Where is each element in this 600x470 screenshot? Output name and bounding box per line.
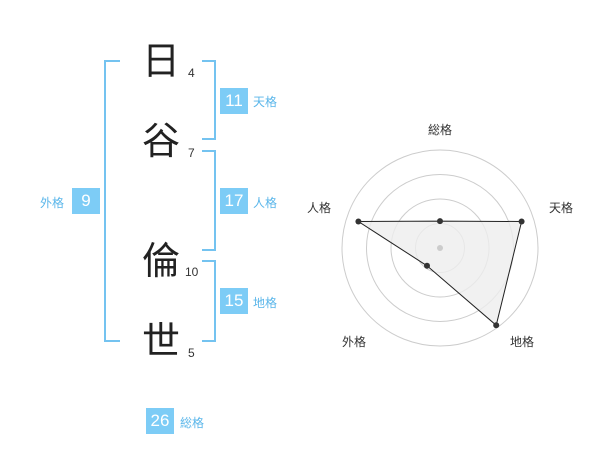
jinkaku-value: 17: [220, 188, 248, 214]
tenkaku-label: 天格: [253, 95, 278, 109]
stroke-count-1: 4: [188, 66, 195, 80]
radar-point: [518, 218, 525, 225]
radar-data-area: [356, 220, 523, 327]
radar-axis-label-soukaku: 総格: [428, 122, 452, 137]
soukaku-label: 総格: [180, 416, 205, 430]
radar-axis-label-chikaku: 地格: [510, 334, 534, 349]
chikaku-value: 15: [220, 288, 248, 314]
radar-axis-label-jinkaku: 人格: [307, 200, 331, 215]
radar-ring: [341, 149, 539, 347]
gaikaku-bracket: [104, 60, 120, 342]
chikaku-bracket: [202, 260, 216, 342]
radar-point: [424, 262, 430, 269]
stroke-count-3: 10: [185, 265, 199, 279]
name-char-3: 倫: [141, 239, 180, 283]
radar-axis-label-tenkaku: 天格: [549, 200, 573, 215]
radar-point: [437, 218, 443, 225]
gaikaku-label: 外格: [40, 196, 65, 210]
name-char-4: 世: [141, 319, 180, 363]
radar-point: [355, 218, 362, 225]
soukaku-value: 26: [146, 408, 174, 434]
tenkaku-value: 11: [220, 88, 248, 114]
jinkaku-bracket: [202, 150, 216, 251]
chikaku-label: 地格: [253, 296, 278, 310]
gaikaku-value: 9: [72, 188, 100, 214]
jinkaku-label: 人格: [253, 196, 278, 210]
stroke-count-2: 7: [188, 146, 195, 160]
name-char-1: 日: [141, 39, 180, 83]
radar-point: [493, 322, 500, 329]
tenkaku-bracket: [202, 60, 216, 140]
radar-center-dot: [437, 245, 443, 251]
radar-points: [355, 218, 525, 329]
radar-axis-label-gaikaku: 外格: [342, 334, 366, 349]
stroke-count-4: 5: [188, 346, 195, 360]
name-char-2: 谷: [141, 119, 180, 163]
